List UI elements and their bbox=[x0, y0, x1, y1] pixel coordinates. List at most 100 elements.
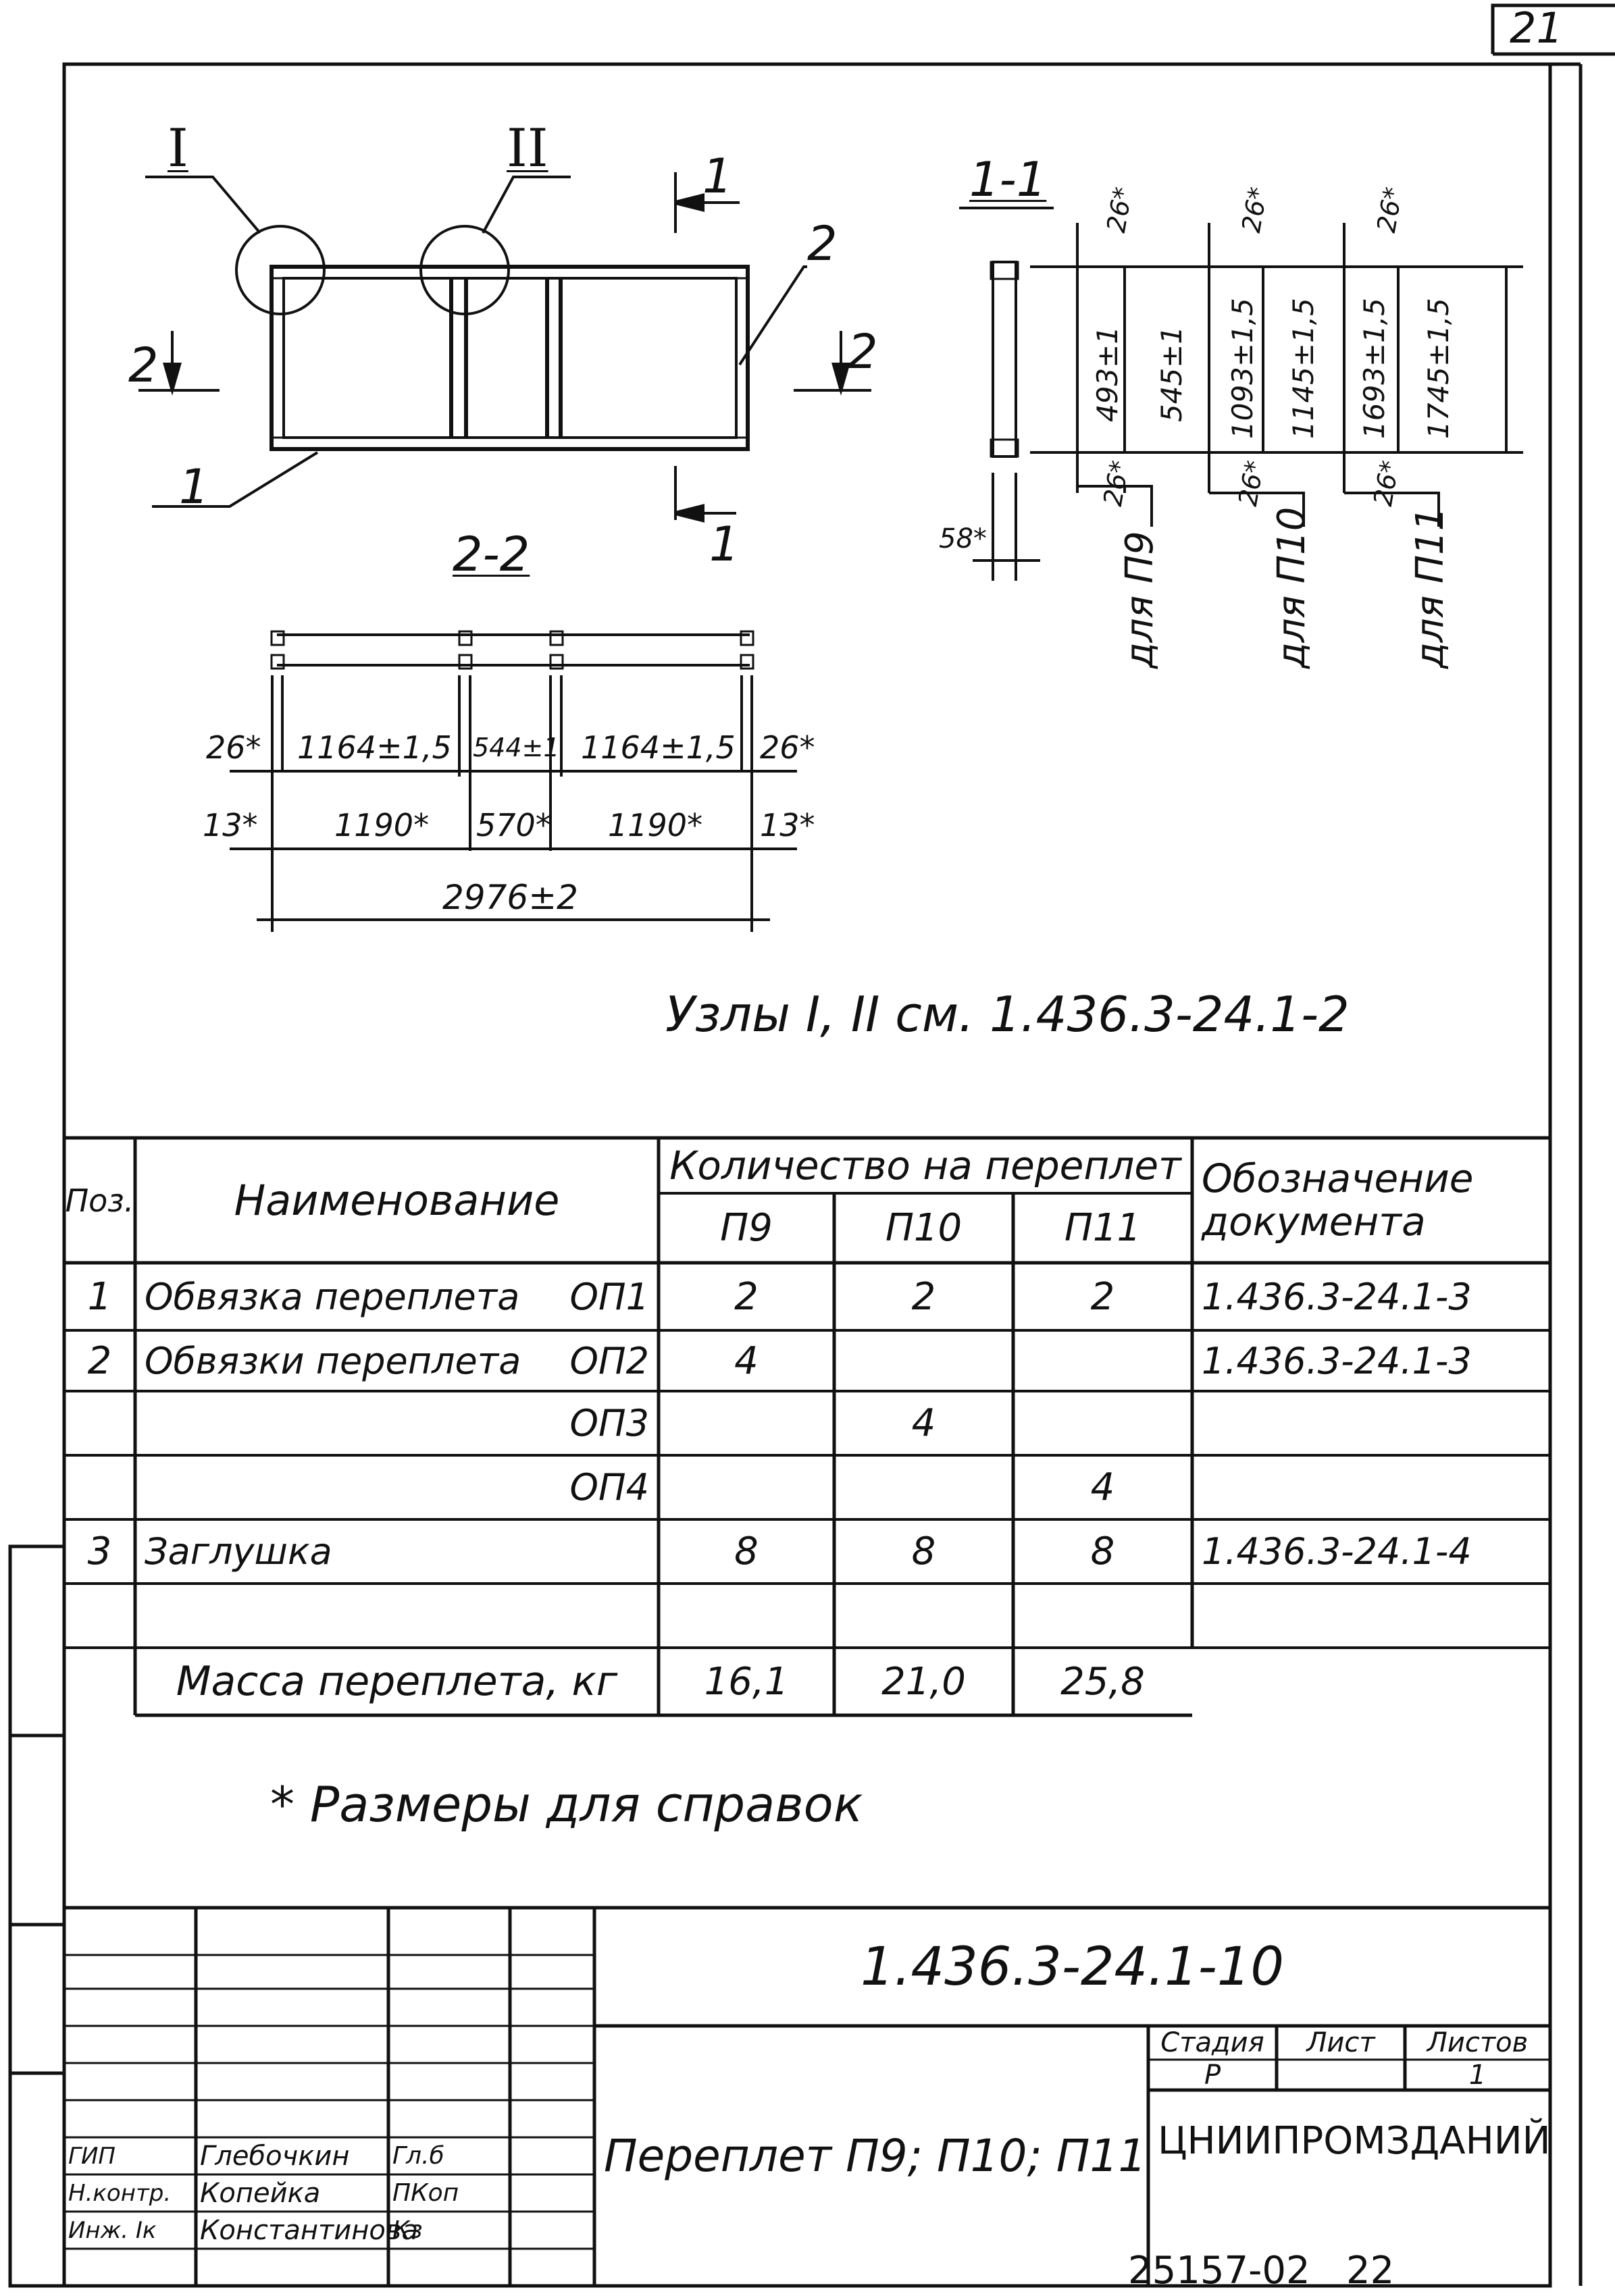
s11-width-dim: 58* bbox=[939, 523, 987, 554]
row-qty-p11 bbox=[1013, 1584, 1192, 1648]
s11-vdim-2: 545±1 bbox=[1155, 325, 1188, 422]
node-I-label: I bbox=[168, 118, 188, 179]
cut-2-right-label: 2 bbox=[848, 324, 878, 380]
row-qty-p11 bbox=[1013, 1391, 1192, 1455]
row-doc: 1.436.3-24.1-3 bbox=[1202, 1275, 1472, 1318]
row-qty-p9 bbox=[659, 1584, 834, 1648]
row-pos bbox=[64, 1455, 135, 1519]
row-name bbox=[135, 1391, 500, 1455]
stage-value: Р bbox=[1204, 2059, 1221, 2091]
s11-vdim-4: 1145±1,5 bbox=[1287, 298, 1320, 439]
cut-1-bottom-label: 1 bbox=[709, 517, 740, 572]
s22-r1-left: 26* bbox=[206, 729, 261, 766]
row-qty-p10: 2 bbox=[911, 1274, 936, 1319]
row-mark: ОП3 bbox=[569, 1402, 649, 1444]
row-name: Обвязка переплета bbox=[145, 1275, 520, 1318]
sig-name: Глебочкин bbox=[200, 2140, 350, 2172]
cut-1-top-label: 1 bbox=[702, 149, 733, 204]
sheet-corner-number: 21 bbox=[1510, 3, 1563, 53]
mass-p10: 21,0 bbox=[881, 1659, 966, 1704]
row-pos bbox=[64, 1584, 135, 1648]
leader-1-label: 1 bbox=[179, 459, 209, 515]
row-name bbox=[135, 1455, 500, 1519]
section-1-1-title: 1-1 bbox=[969, 152, 1047, 207]
sig-role: Инж. Iк bbox=[68, 2216, 157, 2244]
s22-r1-right: 26* bbox=[760, 729, 815, 766]
s22-r1-a: 1164±1,5 bbox=[297, 729, 452, 766]
row-pos: 1 bbox=[87, 1274, 112, 1319]
row-mark: ОП1 bbox=[569, 1275, 649, 1318]
s22-r1-b: 544±1 bbox=[473, 733, 560, 762]
row-name: Обвязки переплета bbox=[145, 1339, 521, 1382]
s22-total: 2976±2 bbox=[442, 878, 578, 917]
header-pos: Поз. bbox=[65, 1182, 134, 1219]
sheet-label: Лист bbox=[1306, 2027, 1375, 2058]
header-p10: П10 bbox=[885, 1206, 963, 1250]
s11-group-p9: для П9 bbox=[1118, 531, 1162, 669]
row-qty-p10: 4 bbox=[911, 1401, 936, 1445]
row-qty-p10 bbox=[834, 1330, 1013, 1391]
row-qty-p10: 8 bbox=[911, 1530, 936, 1573]
sig-role: ГИП bbox=[68, 2142, 116, 2170]
row-pos bbox=[64, 1391, 135, 1455]
nodes-note: Узлы I, II см. 1.436.3-24.1-2 bbox=[665, 986, 1350, 1043]
drawing-title: Переплет П9; П10; П11 bbox=[604, 2130, 1147, 2182]
s22-r2-a: 1190* bbox=[334, 807, 430, 843]
drawing-code: 1.436.3-24.1-10 bbox=[861, 1936, 1284, 1998]
row-name: Заглушка bbox=[145, 1530, 332, 1573]
sig-mark: ПКоп bbox=[392, 2179, 459, 2207]
organization: ЦНИИПРОМЗДАНИЙ bbox=[1158, 2118, 1551, 2163]
row-mark: ОП4 bbox=[569, 1466, 649, 1509]
row-doc: 1.436.3-24.1-3 bbox=[1202, 1339, 1472, 1382]
row-qty-p9: 4 bbox=[734, 1338, 759, 1383]
row-name bbox=[135, 1584, 500, 1648]
row-doc bbox=[1192, 1455, 1550, 1519]
bottom-code: 25157-02 22 bbox=[1128, 2249, 1395, 2293]
section-2-2-title: 2-2 bbox=[453, 527, 530, 582]
row-mark bbox=[500, 1584, 659, 1648]
mass-p9: 16,1 bbox=[704, 1659, 789, 1704]
row-mark bbox=[500, 1519, 659, 1584]
cut-2-left-label: 2 bbox=[128, 338, 159, 393]
mass-p11: 25,8 bbox=[1060, 1659, 1145, 1704]
row-qty-p10 bbox=[834, 1455, 1013, 1519]
header-p11: П11 bbox=[1064, 1206, 1142, 1250]
header-name: Наименование bbox=[234, 1176, 560, 1225]
s11-group-p10: для П10 bbox=[1270, 506, 1314, 669]
row-qty-p11: 2 bbox=[1090, 1274, 1115, 1319]
sig-name: Константинова bbox=[200, 2214, 418, 2246]
footnote: * Размеры для справок bbox=[270, 1776, 863, 1833]
sheets-value bbox=[1277, 2060, 1405, 2090]
row-qty-p11: 8 bbox=[1090, 1530, 1115, 1573]
s11-vdim-6: 1745±1,5 bbox=[1422, 298, 1455, 439]
header-qty: Количество на переплет bbox=[669, 1143, 1181, 1189]
header-p9: П9 bbox=[720, 1206, 773, 1250]
s11-vdim-5: 1693±1,5 bbox=[1358, 298, 1391, 439]
sig-mark: Гл.б bbox=[392, 2142, 444, 2170]
sheets-label: Листов bbox=[1427, 2027, 1529, 2058]
row-qty-p10 bbox=[834, 1584, 1013, 1648]
sheet-value: 1 bbox=[1468, 2059, 1487, 2091]
sig-mark: Кз bbox=[392, 2216, 423, 2244]
row-qty-p9: 8 bbox=[734, 1530, 759, 1573]
row-pos: 3 bbox=[87, 1530, 112, 1573]
sig-role: Н.контр. bbox=[68, 2179, 172, 2207]
row-qty-p11: 4 bbox=[1090, 1465, 1115, 1509]
s11-group-p11: для П11 bbox=[1408, 506, 1452, 669]
mass-label: Масса переплета, кг bbox=[176, 1658, 618, 1705]
s22-r1-c: 1164±1,5 bbox=[581, 729, 736, 766]
row-qty-p9 bbox=[659, 1455, 834, 1519]
row-qty-p11 bbox=[1013, 1330, 1192, 1391]
sig-name: Копейка bbox=[200, 2177, 321, 2209]
row-qty-p9: 2 bbox=[734, 1274, 759, 1319]
row-pos: 2 bbox=[87, 1338, 112, 1383]
row-doc bbox=[1192, 1584, 1550, 1648]
s11-vdim-3: 1093±1,5 bbox=[1226, 298, 1259, 439]
row-qty-p9 bbox=[659, 1391, 834, 1455]
s22-r2-b: 570* bbox=[476, 807, 551, 843]
stage-label: Стадия bbox=[1160, 2027, 1264, 2058]
leader-2-label: 2 bbox=[807, 216, 838, 271]
row-doc bbox=[1192, 1391, 1550, 1455]
node-II-label: II bbox=[507, 118, 548, 179]
